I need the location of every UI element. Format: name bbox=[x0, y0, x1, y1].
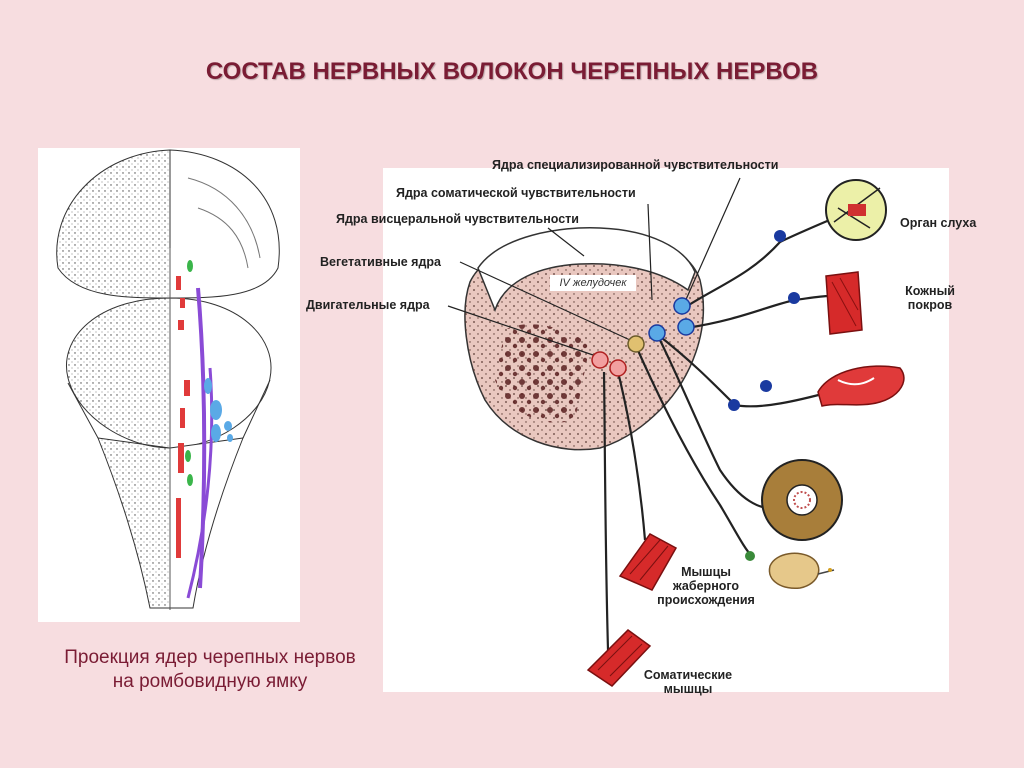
sensory-ganglia bbox=[728, 230, 800, 411]
label-vegetative: Вегетативные ядра bbox=[320, 255, 442, 269]
label-special-sensitivity: Ядра специализированной чувствительности bbox=[492, 158, 779, 172]
label-somatic-line2: мышцы bbox=[663, 682, 713, 696]
label-skin: Кожный покров bbox=[895, 284, 965, 312]
label-gill-muscles: Мышцы жаберного происхождения bbox=[650, 565, 762, 607]
left-caption: Проекция ядер черепных нервов на ромбови… bbox=[30, 646, 390, 694]
somatic-sensitivity-nucleus bbox=[677, 318, 695, 336]
left-caption-line2: на ромбовидную ямку bbox=[112, 671, 308, 692]
brainstem-drawing bbox=[56, 149, 280, 610]
page-title: СОСТАВ НЕРВНЫХ ВОЛОКОН ЧЕРЕПНЫХ НЕРВОВ bbox=[205, 58, 819, 85]
label-gill-line2: жаберного bbox=[672, 579, 740, 593]
fourth-ventricle bbox=[477, 227, 696, 313]
motor-nucleus-somatic bbox=[591, 351, 609, 369]
label-skin-line1: Кожный bbox=[905, 284, 955, 298]
label-somatic-muscles: Соматические мышцы bbox=[628, 668, 748, 696]
sensory-nucleus-mark bbox=[210, 400, 222, 420]
tongue-icon bbox=[817, 365, 905, 407]
label-visceral-sensitivity: Ядра висцеральной чувствительности bbox=[336, 212, 579, 226]
label-gill-line3: происхождения bbox=[657, 593, 755, 607]
label-skin-line2: покров bbox=[907, 298, 953, 312]
brainstem-figure bbox=[38, 148, 300, 622]
vegetative-nucleus-mark bbox=[187, 260, 193, 272]
label-motor: Двигательные ядра bbox=[306, 298, 430, 312]
label-hearing-organ: Орган слуха bbox=[900, 216, 977, 230]
gland-icon bbox=[768, 552, 820, 590]
ventricle-label: IV желудочек bbox=[550, 275, 636, 291]
gill-muscle-icon bbox=[618, 533, 678, 591]
label-somatic-line1: Соматические bbox=[643, 668, 733, 682]
left-caption-line1: Проекция ядер черепных нервов bbox=[64, 647, 356, 668]
label-somatic-sensitivity: Ядра соматической чувствительности bbox=[396, 186, 636, 200]
label-gill-line1: Мышцы bbox=[681, 565, 731, 579]
special-sensitivity-nucleus bbox=[673, 297, 691, 315]
motor-nucleus-mark bbox=[176, 276, 181, 290]
visceral-sensitivity-nucleus bbox=[648, 324, 666, 342]
vegetative-nucleus bbox=[627, 335, 645, 353]
motor-nucleus-branchial bbox=[609, 359, 627, 377]
somatic-muscle-icon bbox=[586, 629, 652, 687]
